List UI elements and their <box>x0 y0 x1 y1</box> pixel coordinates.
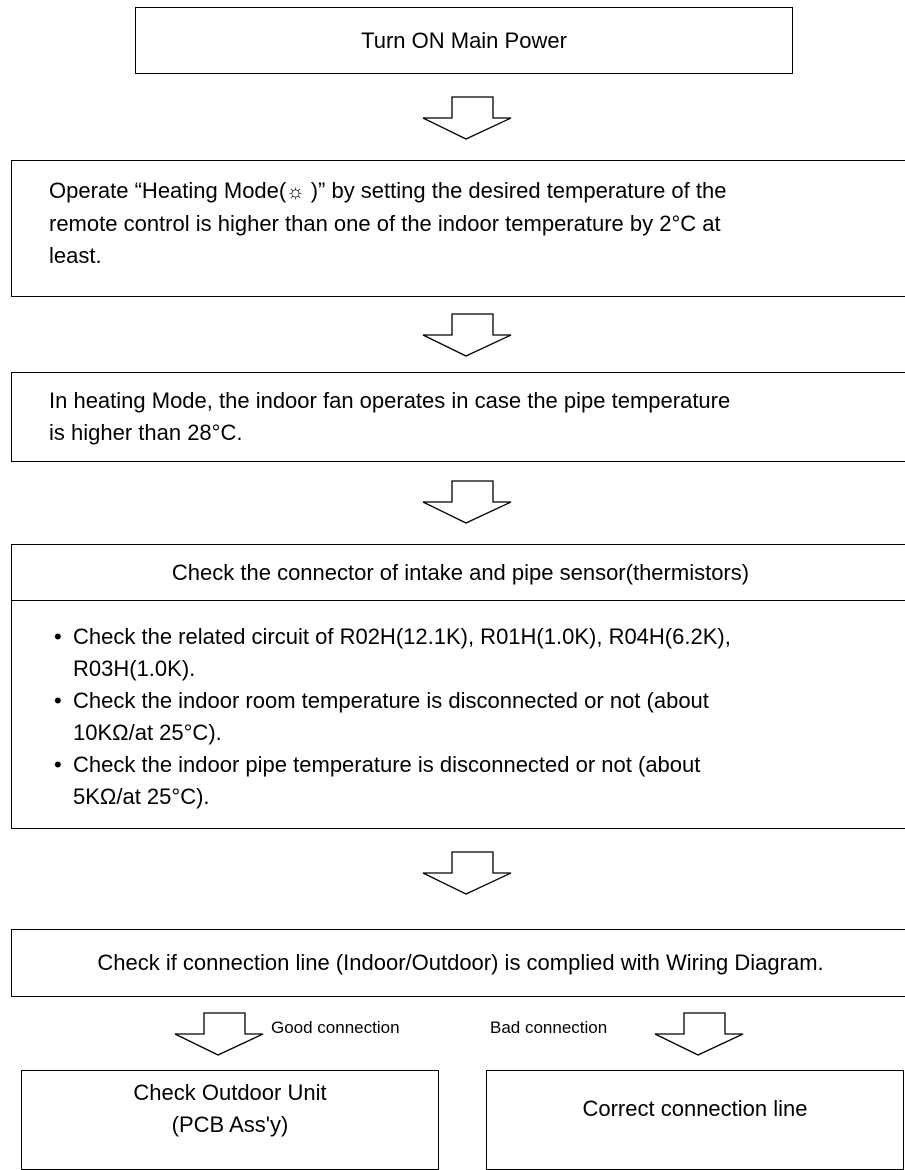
step-heating-mode-line3: least. <box>49 243 102 268</box>
step-check-sensor-box: Check the connector of intake and pipe s… <box>11 544 905 829</box>
step-heating-mode-line2: remote control is higher than one of the… <box>49 211 721 236</box>
flow-arrow-1 <box>422 96 512 140</box>
flow-arrow-good <box>174 1012 264 1056</box>
step-turn-on-power-box: Turn ON Main Power <box>135 7 793 74</box>
good-connection-label: Good connection <box>271 1018 400 1037</box>
check-outdoor-unit-line1: Check Outdoor Unit <box>133 1080 327 1105</box>
step-turn-on-power-text: Turn ON Main Power <box>361 27 567 53</box>
bad-connection-label: Bad connection <box>490 1018 608 1037</box>
check-outdoor-unit-box: Check Outdoor Unit (PCB Ass'y) <box>21 1070 439 1170</box>
sensor-check-list: • Check the related circuit of R02H(12.1… <box>52 621 731 813</box>
step-indoor-fan-box: In heating Mode, the indoor fan operates… <box>11 372 905 462</box>
flow-arrow-2 <box>422 313 512 357</box>
step-check-sensor-header: Check the connector of intake and pipe s… <box>12 545 905 601</box>
sun-icon: ☼ <box>286 181 305 203</box>
flow-arrow-bad <box>654 1012 744 1056</box>
check-outdoor-unit-line2: (PCB Ass'y) <box>171 1112 289 1137</box>
sensor-check-item: • Check the related circuit of R02H(12.1… <box>54 624 731 681</box>
step-indoor-fan-line1: In heating Mode, the indoor fan operates… <box>49 388 731 413</box>
sensor-check-item: • Check the indoor pipe temperature is d… <box>54 752 701 809</box>
step-check-connection-text: Check if connection line (Indoor/Outdoor… <box>97 950 824 975</box>
step-heating-mode-line1: Operate “Heating Mode(☼ )” by setting th… <box>49 178 727 203</box>
sensor-check-item: • Check the indoor room temperature is d… <box>54 688 709 745</box>
correct-connection-text: Correct connection line <box>582 1096 808 1121</box>
step-heating-mode-box: Operate “Heating Mode(☼ )” by setting th… <box>11 160 905 297</box>
flow-arrow-3 <box>422 480 512 524</box>
step-check-connection-box: Check if connection line (Indoor/Outdoor… <box>11 929 905 997</box>
step-indoor-fan-line2: is higher than 28°C. <box>49 420 243 445</box>
flow-arrow-4 <box>422 851 512 895</box>
correct-connection-box: Correct connection line <box>486 1070 904 1170</box>
